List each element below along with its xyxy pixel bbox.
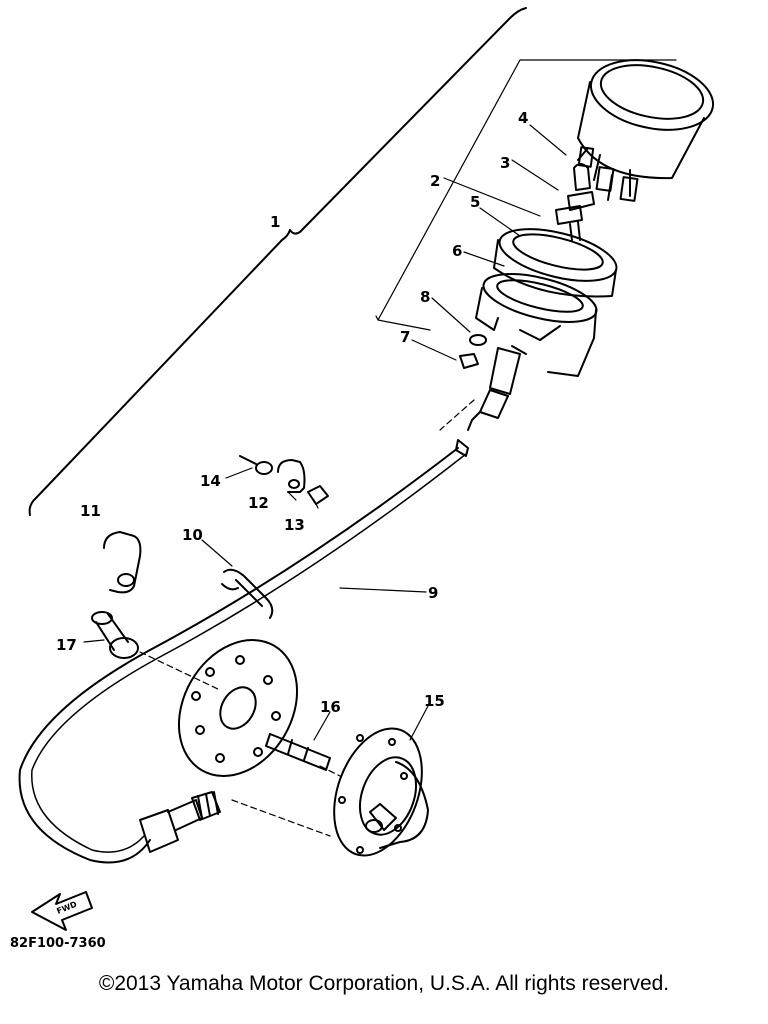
assembly-lines — [139, 399, 475, 837]
speedometer-meter — [577, 59, 715, 202]
copyright-notice: ©2013 Yamaha Motor Corporation, U.S.A. A… — [98, 972, 670, 995]
callout-14: 14 — [200, 472, 221, 490]
cable-holder-clamp — [277, 459, 306, 493]
cable-guide — [103, 531, 142, 594]
diagram-part-code: 82F100-7360 — [10, 936, 106, 951]
callout-8: 8 — [420, 288, 430, 306]
cable-upper-fitting — [467, 347, 521, 431]
callout-3: 3 — [500, 154, 510, 172]
callout-10: 10 — [182, 526, 203, 544]
drive-plate — [177, 639, 299, 777]
holder-screw — [239, 455, 273, 475]
callout-4: 4 — [518, 109, 528, 127]
nut — [459, 353, 479, 369]
callout-5: 5 — [470, 193, 480, 211]
meter-holder — [475, 273, 598, 377]
callout-7: 7 — [400, 328, 410, 346]
drive-shaft — [265, 733, 331, 771]
callout-15: 15 — [424, 692, 445, 710]
callout-13: 13 — [284, 516, 305, 534]
cable-lower-fitting — [139, 791, 221, 853]
meter-cushion — [493, 228, 618, 298]
callout-1: 1 — [270, 213, 280, 231]
speedometer-cable-inner — [31, 453, 467, 853]
callout-17: 17 — [56, 636, 77, 654]
fwd-arrow-icon — [31, 891, 93, 931]
washer — [469, 334, 487, 346]
speedometer-cable — [18, 447, 459, 864]
meter-bulb — [555, 163, 595, 241]
callout-11: 11 — [80, 502, 101, 520]
callout-12: 12 — [248, 494, 269, 512]
callout-16: 16 — [320, 698, 341, 716]
callout-2: 2 — [430, 172, 440, 190]
drive-bolt — [91, 611, 139, 659]
cable-clamp — [221, 568, 274, 619]
leader-lines — [83, 59, 677, 741]
assembly-bracket — [28, 7, 527, 516]
holder-nut — [307, 485, 329, 505]
callout-6: 6 — [452, 242, 462, 260]
callout-9: 9 — [428, 584, 438, 602]
speedometer-gear-unit — [333, 727, 429, 857]
